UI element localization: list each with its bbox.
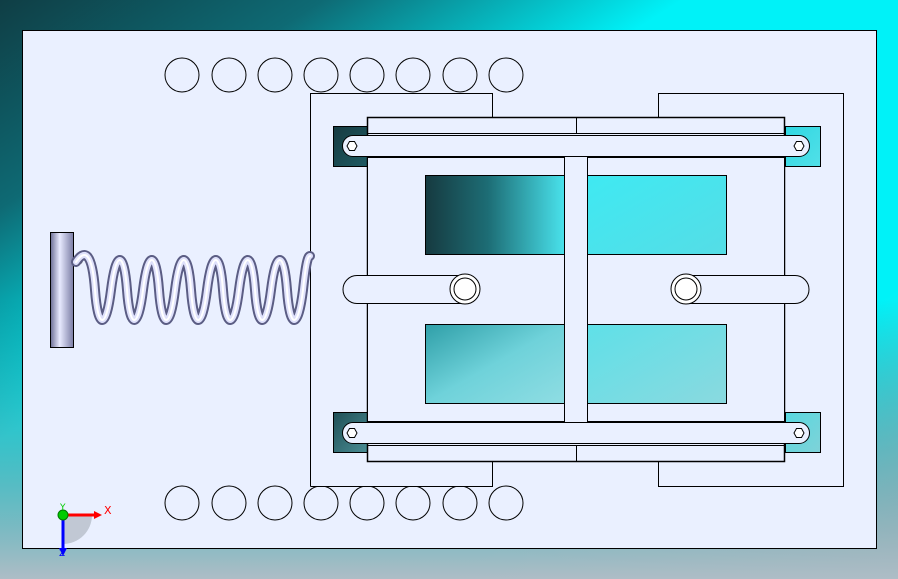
hole bbox=[164, 57, 200, 93]
hole bbox=[349, 57, 385, 93]
y-axis-dot bbox=[57, 509, 69, 521]
hex-bolt-icon bbox=[346, 141, 358, 151]
hole bbox=[164, 485, 200, 521]
hole bbox=[211, 57, 247, 93]
bottom-hole-row bbox=[164, 485, 524, 521]
compression-spring bbox=[71, 250, 315, 325]
hex-bolt-icon bbox=[346, 428, 358, 438]
hole bbox=[442, 57, 478, 93]
window-bottom-right bbox=[587, 324, 727, 404]
bottom-link-bar bbox=[342, 422, 810, 444]
window-bottom-left bbox=[425, 324, 565, 404]
hole bbox=[488, 485, 524, 521]
y-axis-label: Y bbox=[60, 503, 66, 513]
orientation-triad bbox=[57, 509, 102, 556]
window-top-right bbox=[587, 175, 727, 255]
hole bbox=[303, 57, 339, 93]
right-pivot-pin bbox=[670, 273, 702, 305]
spring-end-cap bbox=[50, 232, 74, 348]
window-top-left bbox=[425, 175, 565, 255]
left-pivot-pin bbox=[449, 273, 481, 305]
hole bbox=[211, 485, 247, 521]
x-axis-label: X bbox=[104, 504, 112, 517]
hole bbox=[257, 57, 293, 93]
hex-bolt-icon bbox=[793, 141, 805, 151]
hex-bolt-icon bbox=[793, 428, 805, 438]
hole bbox=[257, 485, 293, 521]
z-axis-label: Z bbox=[59, 549, 66, 559]
top-hole-row bbox=[164, 57, 524, 93]
top-link-bar bbox=[342, 135, 810, 157]
hole bbox=[488, 57, 524, 93]
hole bbox=[395, 57, 431, 93]
